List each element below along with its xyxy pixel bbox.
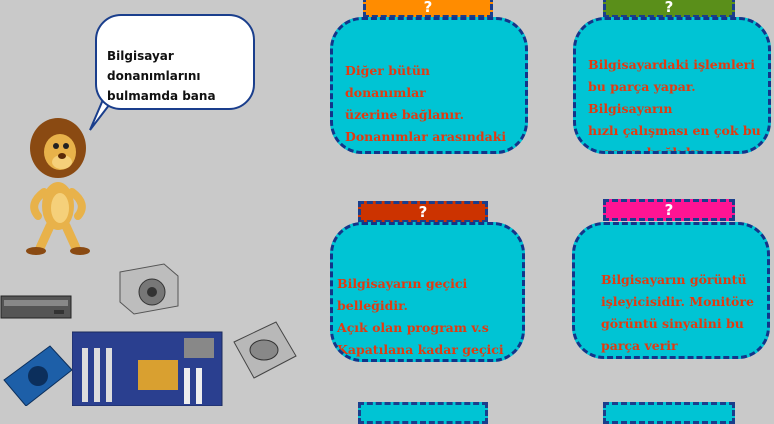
- card-1-jar[interactable]: Diğer bütün donanımlar üzerine bağlanır.…: [330, 17, 528, 154]
- card-6-tag-partial[interactable]: [603, 402, 735, 424]
- card-4-mark: ?: [664, 201, 674, 219]
- speech-bubble: Bilgisayar donanımlarını bulmamda bana y…: [95, 14, 255, 110]
- card-2-mark: ?: [664, 0, 674, 16]
- optical-drive-icon: [0, 295, 72, 319]
- card-1-text: Diğer bütün donanımlar üzerine bağlanır.…: [345, 63, 507, 144]
- card-1-tag[interactable]: ?: [363, 0, 493, 18]
- card-1-mark: ?: [423, 0, 433, 16]
- graphics-card-icon: [3, 345, 73, 406]
- card-3-jar[interactable]: Bilgisayarın geçici belleğidir. Açık ola…: [330, 222, 525, 362]
- card-2-text: Bilgisayardaki işlemleri bu parça yapar.…: [588, 57, 761, 154]
- card-4-tag[interactable]: ?: [603, 199, 735, 221]
- speech-text: Bilgisayar donanımlarını bulmamda bana y…: [107, 49, 216, 103]
- power-supply-icon: [119, 263, 179, 315]
- card-3-mark: ?: [418, 203, 428, 221]
- card-3-text: Bilgisayarın geçici belleğidir. Açık ola…: [337, 276, 504, 357]
- card-5-tag-partial[interactable]: [358, 402, 488, 424]
- card-3-tag[interactable]: ?: [358, 201, 488, 223]
- card-2-jar[interactable]: Bilgisayardaki işlemleri bu parça yapar.…: [573, 17, 771, 154]
- lion-mascot-icon: [26, 118, 90, 255]
- hard-disk-icon: [233, 321, 297, 379]
- card-4-jar[interactable]: Bilgisayarın görüntü işleyicisidir. Moni…: [572, 222, 770, 359]
- motherboard-icon: [72, 331, 223, 406]
- card-2-tag[interactable]: ?: [603, 0, 735, 18]
- card-4-text: Bilgisayarın görüntü işleyicisidir. Moni…: [601, 272, 754, 353]
